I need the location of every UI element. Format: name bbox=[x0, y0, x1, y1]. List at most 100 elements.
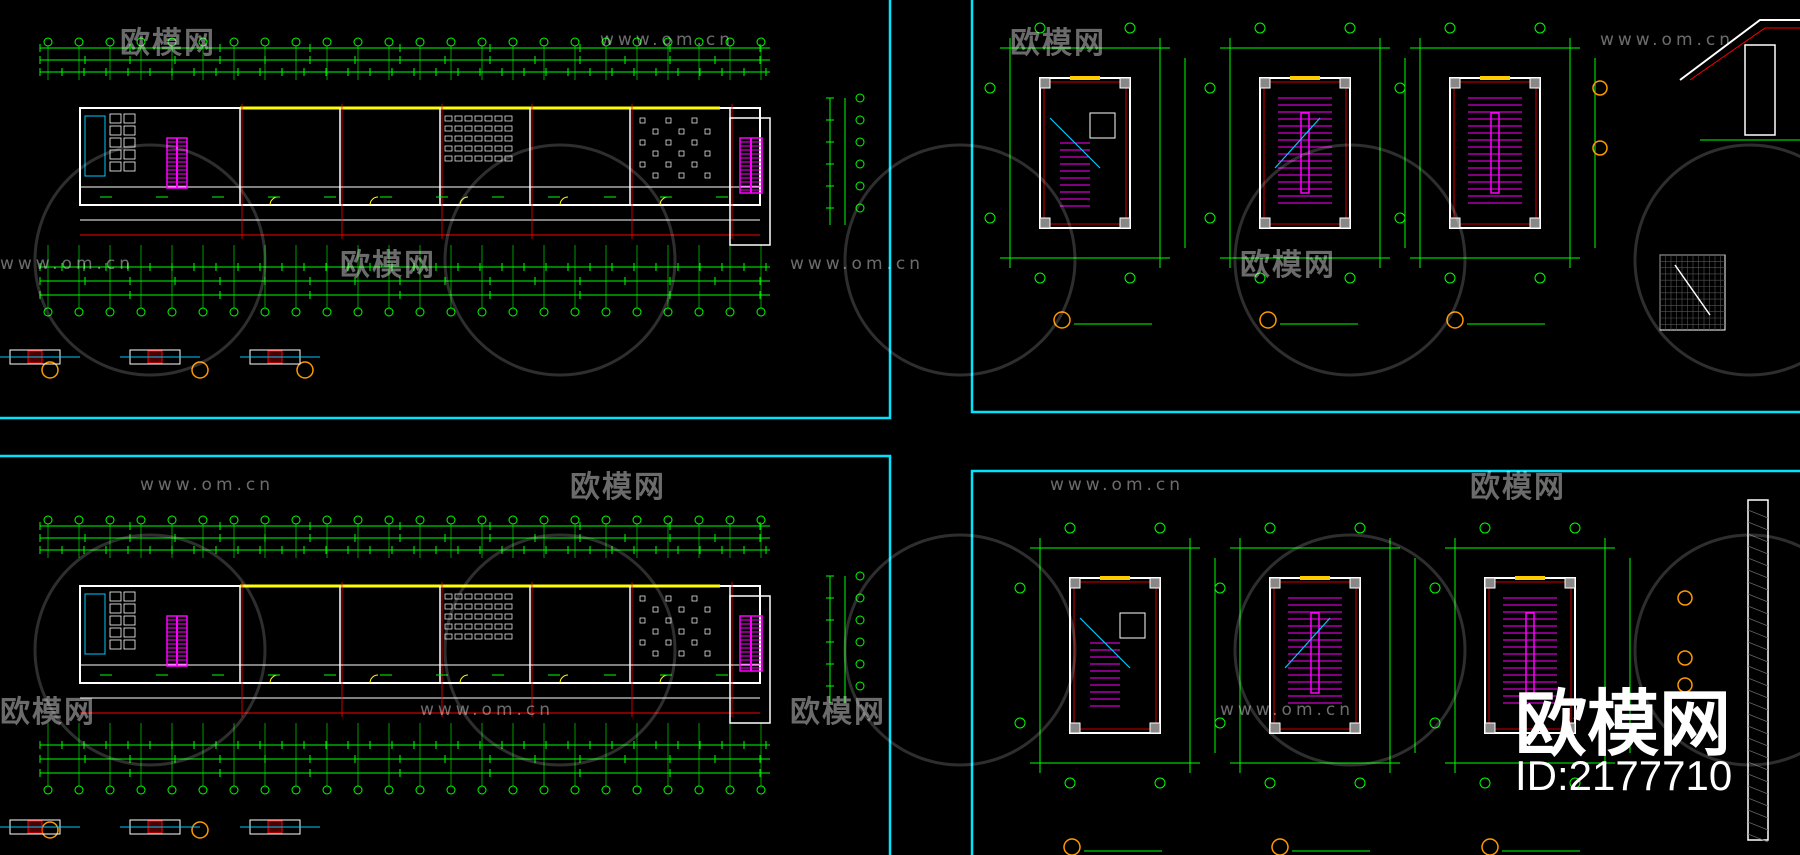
stair-axis bbox=[1043, 81, 1127, 225]
desk bbox=[444, 623, 453, 630]
landing bbox=[1119, 612, 1146, 639]
desk bbox=[474, 155, 483, 162]
watermark-ring bbox=[1233, 533, 1467, 767]
grid-bubble bbox=[1394, 212, 1406, 224]
stair-well bbox=[1300, 112, 1310, 194]
desk bbox=[678, 606, 685, 613]
desk bbox=[484, 613, 493, 620]
desk bbox=[474, 603, 483, 610]
desk bbox=[691, 639, 698, 646]
detail-bubble bbox=[191, 821, 209, 839]
desk bbox=[484, 155, 493, 162]
stair-details bbox=[984, 22, 1693, 855]
desk bbox=[504, 115, 513, 122]
desk bbox=[474, 593, 483, 600]
detail-bubble bbox=[1592, 140, 1608, 156]
hatch-line bbox=[1747, 773, 1769, 783]
desk bbox=[504, 603, 513, 610]
grid-bubble bbox=[1034, 272, 1046, 284]
toilet-stall bbox=[109, 639, 122, 650]
column bbox=[1349, 577, 1361, 589]
hatch-line bbox=[1747, 581, 1769, 591]
watermark-ring bbox=[1633, 143, 1800, 377]
desk bbox=[494, 633, 503, 640]
grid-bubble bbox=[1534, 272, 1546, 284]
grid-bubble bbox=[984, 212, 996, 224]
desk bbox=[494, 613, 503, 620]
grid-bubble bbox=[1354, 522, 1366, 534]
frame-bottom-right bbox=[970, 469, 1800, 855]
desk bbox=[504, 145, 513, 152]
grid-bubble bbox=[984, 82, 996, 94]
desk bbox=[444, 125, 453, 132]
desk bbox=[464, 115, 473, 122]
toilet-stall bbox=[109, 627, 122, 638]
desk bbox=[484, 145, 493, 152]
grid-bubble bbox=[1124, 22, 1136, 34]
grid-bubble bbox=[1354, 777, 1366, 789]
stair-well bbox=[1490, 112, 1500, 194]
desk bbox=[504, 125, 513, 132]
column bbox=[1119, 217, 1131, 229]
column bbox=[1449, 217, 1461, 229]
hatch-line bbox=[1747, 677, 1769, 687]
door-swing bbox=[559, 674, 569, 684]
stair-axis bbox=[1263, 81, 1347, 225]
desk bbox=[454, 633, 463, 640]
grid-bubble bbox=[1064, 777, 1076, 789]
desk bbox=[444, 155, 453, 162]
toilet-stall bbox=[123, 615, 136, 626]
column bbox=[1119, 77, 1131, 89]
grid-bubble bbox=[1429, 717, 1441, 729]
detail-bubble bbox=[1481, 838, 1499, 855]
hatch-line bbox=[1747, 629, 1769, 639]
toilet-stall bbox=[123, 137, 136, 148]
column bbox=[1269, 577, 1281, 589]
watermark-ring bbox=[33, 143, 267, 377]
grid-bubble bbox=[1254, 272, 1266, 284]
stair-enclosure bbox=[729, 595, 771, 724]
watermark-ring bbox=[843, 143, 1077, 377]
toilet-stall bbox=[123, 639, 136, 650]
stair-well bbox=[1310, 612, 1320, 694]
detail-bubble bbox=[1053, 311, 1071, 329]
toilet-stall bbox=[123, 627, 136, 638]
stair-axis bbox=[1488, 581, 1572, 730]
column bbox=[1349, 722, 1361, 734]
hatch-line bbox=[1747, 509, 1769, 519]
grid-bubble bbox=[1214, 717, 1226, 729]
desk bbox=[464, 623, 473, 630]
desk bbox=[484, 135, 493, 142]
desk bbox=[494, 115, 503, 122]
desk bbox=[704, 628, 711, 635]
floor-plans bbox=[0, 37, 865, 839]
detail-bubble bbox=[1271, 838, 1289, 855]
desk bbox=[494, 155, 503, 162]
desk bbox=[454, 155, 463, 162]
column bbox=[1069, 722, 1081, 734]
desk bbox=[494, 125, 503, 132]
toilet-stall bbox=[109, 603, 122, 614]
desk bbox=[464, 145, 473, 152]
grid-bubble bbox=[1479, 522, 1491, 534]
sink-counter bbox=[84, 115, 106, 177]
column bbox=[1339, 217, 1351, 229]
column bbox=[1564, 722, 1576, 734]
grid-bubble bbox=[1534, 22, 1546, 34]
desk bbox=[665, 617, 672, 624]
desk bbox=[665, 595, 672, 602]
toilet-stall bbox=[123, 591, 136, 602]
grid-bubble bbox=[1429, 582, 1441, 594]
hatch-line bbox=[1747, 713, 1769, 723]
stair-axis bbox=[1453, 81, 1537, 225]
column bbox=[1259, 217, 1271, 229]
grid-bubble bbox=[1214, 582, 1226, 594]
break-line bbox=[1049, 117, 1101, 169]
desk bbox=[652, 650, 659, 657]
desk bbox=[464, 155, 473, 162]
desk bbox=[652, 606, 659, 613]
toilet-stall bbox=[109, 161, 122, 172]
break-line bbox=[1274, 117, 1321, 169]
desk bbox=[665, 161, 672, 168]
